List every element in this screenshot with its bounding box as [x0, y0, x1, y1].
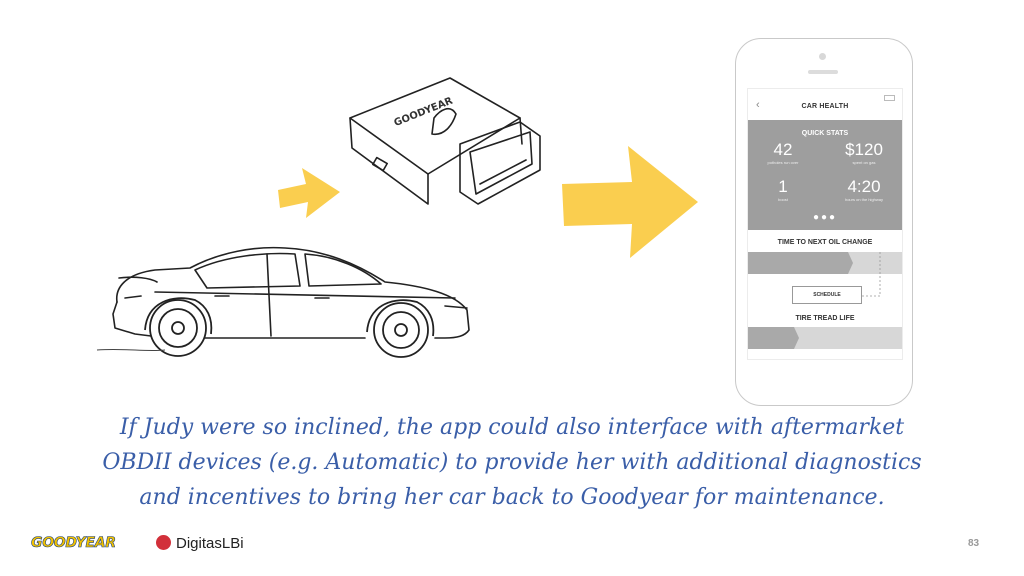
stat-value: 1	[778, 177, 788, 196]
oil-change-bar-fill	[748, 252, 848, 274]
digitas-logo: DigitasLBi	[176, 535, 244, 552]
schedule-button[interactable]: SCHEDULE	[792, 286, 862, 304]
phone-mockup: ‹ CAR HEALTH QUICK STATS 42 potholes run…	[735, 38, 913, 406]
stat-boost: 1 boost	[752, 177, 814, 202]
phone-camera	[819, 53, 826, 60]
schedule-button-label: SCHEDULE	[813, 292, 841, 298]
obd-brand-label: GOODYEAR	[393, 95, 455, 129]
tire-tread-bar-fill	[748, 327, 794, 349]
oil-change-title: TIME TO NEXT OIL CHANGE	[777, 239, 873, 246]
arrow-small-icon	[278, 168, 340, 218]
tire-tread-bar	[748, 327, 902, 349]
phone-screen: ‹ CAR HEALTH QUICK STATS 42 potholes run…	[747, 88, 903, 360]
digitas-logo-icon	[156, 535, 171, 550]
stat-gas: $120 spent on gas	[828, 140, 900, 165]
goodyear-logo: GOODYEAR	[31, 535, 117, 552]
oil-change-connector	[860, 252, 881, 297]
stat-value: 42	[773, 140, 793, 159]
stat-value: $120	[845, 140, 883, 159]
battery-icon	[884, 95, 895, 101]
obd-device-sketch: GOODYEAR	[349, 77, 541, 205]
stat-highway: 4:20 hours on the highway	[828, 177, 900, 202]
arrow-large-icon	[562, 146, 698, 258]
oil-change-bar	[748, 252, 902, 274]
screen-title: CAR HEALTH	[801, 103, 849, 110]
back-chevron-icon[interactable]: ‹	[756, 99, 760, 111]
page-number: 83	[968, 538, 980, 549]
stat-potholes: 42 potholes run over	[752, 140, 814, 165]
stat-label: potholes run over	[767, 160, 799, 165]
pager-dots[interactable]: ●●●	[812, 212, 838, 223]
stat-label: spent on gas	[852, 160, 876, 165]
tire-tread-title: TIRE TREAD LIFE	[795, 315, 855, 322]
oil-change-bar-tip	[848, 252, 853, 274]
caption-line-1: If Judy were so inclined, the app could …	[119, 415, 905, 440]
caption: If Judy were so inclined, the app could …	[60, 410, 964, 515]
tire-tread-bar-tip	[794, 327, 799, 349]
stat-label: boost	[778, 197, 788, 202]
quick-stats-panel[interactable]: QUICK STATS 42 potholes run over $120 sp…	[748, 120, 902, 230]
stat-value: 4:20	[847, 177, 881, 196]
car-sketch	[96, 246, 470, 358]
caption-line-2: OBDII devices (e.g. Automatic) to provid…	[102, 450, 922, 475]
phone-speaker	[808, 70, 838, 74]
quick-stats-title: QUICK STATS	[801, 130, 849, 137]
stat-label: hours on the highway	[844, 197, 884, 202]
caption-line-3: and incentives to bring her car back to …	[139, 485, 885, 510]
